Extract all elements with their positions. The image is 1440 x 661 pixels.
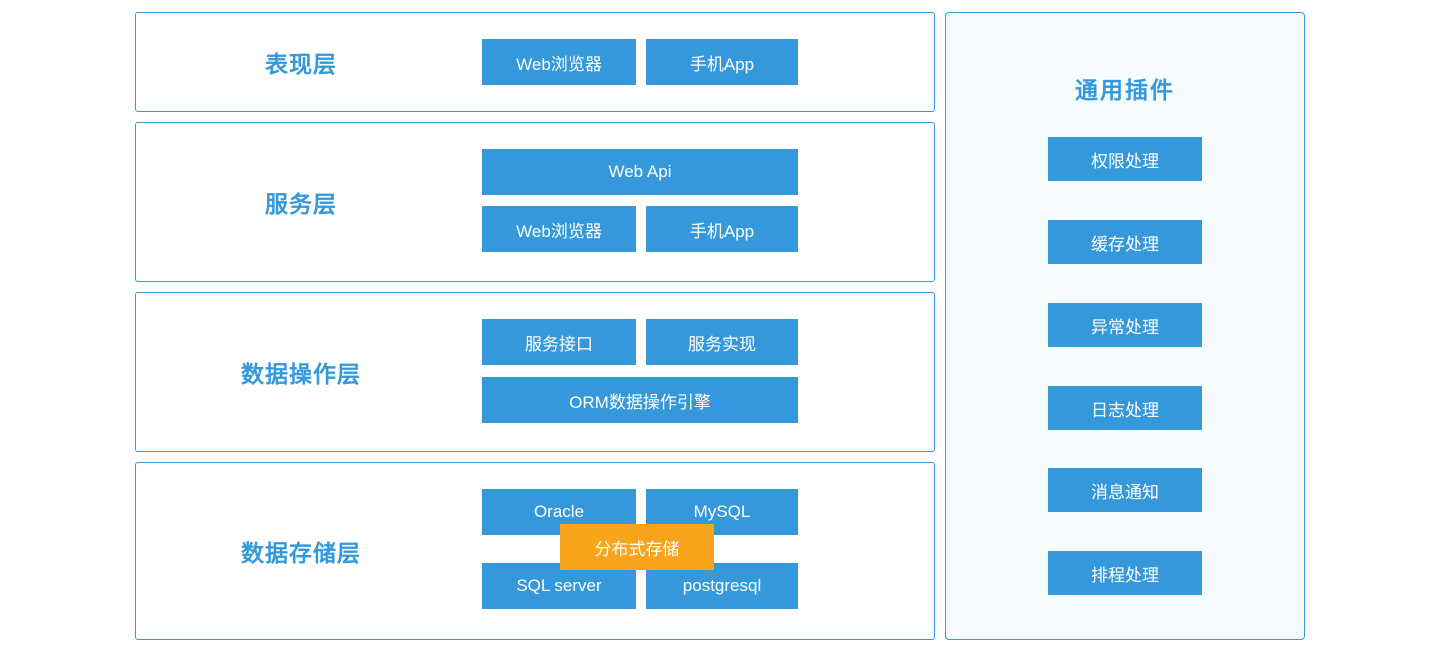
layer-box-presentation: 表现层 Web浏览器 手机App xyxy=(135,12,935,112)
block-orm-engine: ORM数据操作引擎 xyxy=(482,377,798,423)
block-web-browser: Web浏览器 xyxy=(482,206,636,252)
block-sql-server: SQL server xyxy=(482,563,636,609)
block-distributed-storage: 分布式存储 xyxy=(560,524,714,570)
layer-box-data-operation: 数据操作层 服务接口 服务实现 ORM数据操作引擎 xyxy=(135,292,935,452)
layer-title-presentation: 表现层 xyxy=(265,51,337,77)
block-mobile-app: 手机App xyxy=(646,206,798,252)
block-message-notification: 消息通知 xyxy=(1048,468,1202,512)
block-mobile-app: 手机App xyxy=(646,39,798,85)
layer-title-service: 服务层 xyxy=(265,191,337,217)
block-exception-handling: 异常处理 xyxy=(1048,303,1202,347)
block-oracle: Oracle xyxy=(482,489,636,535)
plugins-panel: 通用插件 权限处理 缓存处理 异常处理 日志处理 消息通知 排程处理 xyxy=(945,12,1305,640)
layer-box-service: 服务层 Web Api Web浏览器 手机App xyxy=(135,122,935,282)
block-cache-handling: 缓存处理 xyxy=(1048,220,1202,264)
block-schedule-handling: 排程处理 xyxy=(1048,551,1202,595)
block-service-interface: 服务接口 xyxy=(482,319,636,365)
plugins-panel-title: 通用插件 xyxy=(1075,77,1175,103)
layer-box-data-storage: 数据存储层 Oracle MySQL SQL server postgresql… xyxy=(135,462,935,640)
layer-title-data-operation: 数据操作层 xyxy=(241,361,361,387)
block-web-browser: Web浏览器 xyxy=(482,39,636,85)
block-log-handling: 日志处理 xyxy=(1048,386,1202,430)
layer-title-data-storage: 数据存储层 xyxy=(241,540,361,566)
block-permission-handling: 权限处理 xyxy=(1048,137,1202,181)
block-postgresql: postgresql xyxy=(646,563,798,609)
block-service-implementation: 服务实现 xyxy=(646,319,798,365)
block-web-api: Web Api xyxy=(482,149,798,195)
